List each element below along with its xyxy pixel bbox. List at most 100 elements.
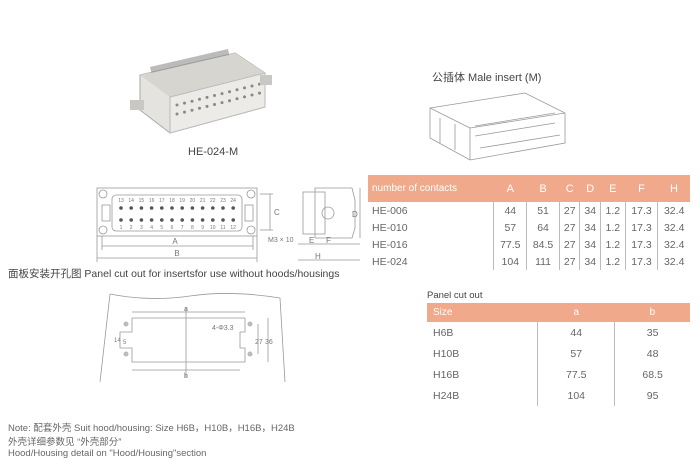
table-cell: 64	[526, 219, 560, 236]
photo-pin	[213, 94, 216, 97]
contact-pin	[139, 218, 144, 222]
note-line-1: Note: 配套外壳 Suit hood/housing: Size H6B，H…	[8, 423, 295, 434]
pin-number: 23	[220, 198, 226, 204]
contact-pin	[149, 218, 154, 222]
photo-pin	[183, 101, 186, 105]
table-cell: 44	[493, 202, 527, 219]
contact-pin	[190, 206, 195, 210]
contact-pin	[211, 206, 215, 210]
table-cell: HE-024	[372, 255, 408, 268]
contact-pin	[160, 206, 164, 210]
table-cell: 104	[493, 253, 527, 270]
male-insert-isometric-drawing	[429, 92, 566, 161]
pin-number: 20	[190, 198, 196, 204]
table-cell: 111	[526, 253, 560, 270]
table-cell: 51	[526, 202, 560, 219]
table-cell: 1.2	[600, 236, 626, 253]
pin-number: 14	[128, 198, 134, 204]
header-f: F	[625, 175, 658, 202]
header-contacts: number of contacts	[368, 175, 494, 202]
contact-pin	[221, 218, 225, 222]
table-cell: 34	[579, 219, 601, 236]
photo-pin	[205, 95, 209, 99]
table-cell: 68.5	[614, 364, 690, 385]
photo-pin	[243, 86, 246, 90]
photo-pin	[220, 92, 224, 96]
header-b: B	[526, 175, 560, 202]
panel-cutout-drawing: a b 4-Φ3.3 27 36 14 5	[99, 293, 286, 383]
screw-label: M3 × 10	[268, 237, 294, 244]
contact-pin	[221, 206, 225, 210]
header-e: E	[600, 175, 626, 202]
pin-number: 13	[118, 198, 124, 204]
table-cell: 27	[558, 253, 580, 270]
panel-a-label: a	[184, 306, 188, 313]
dim-e-label: E	[309, 236, 314, 245]
header-size: Size	[427, 303, 538, 322]
table-cell: HE-010	[372, 221, 408, 234]
panel-b-label: b	[184, 373, 188, 380]
photo-pin	[190, 108, 194, 112]
header-h: H	[657, 175, 690, 202]
header-a: A	[493, 175, 527, 202]
table-cell: 48	[614, 343, 690, 364]
pin-number: 8	[191, 225, 194, 231]
table-cell: H16B	[433, 368, 460, 381]
contact-pin	[119, 206, 123, 210]
photo-pin	[183, 110, 186, 114]
pin-number: 22	[210, 198, 216, 204]
contact-pin	[129, 218, 133, 222]
table-cell: 57	[493, 219, 527, 236]
contact-pin	[129, 206, 133, 210]
table-cell: 35	[614, 322, 690, 343]
table-cell: 17.3	[624, 219, 658, 236]
pin-number: 2	[130, 225, 133, 231]
panel-cutout-title: 面板安装开孔图 Panel cut out for insertsfor use…	[8, 268, 340, 280]
table-cell: 1.2	[600, 253, 626, 270]
pin-number: 10	[210, 225, 216, 231]
contact-pin	[149, 206, 154, 210]
contact-pin	[231, 206, 235, 210]
panel-holes-label: 4-Φ3.3	[212, 325, 234, 332]
dim-a-label: A	[172, 237, 178, 246]
table-cell: 1.2	[600, 219, 626, 236]
pin-number: 12	[230, 225, 236, 231]
panel-14-label: 14	[114, 338, 121, 344]
table-cell: 17.3	[624, 236, 658, 253]
table-cell: 57	[537, 343, 615, 364]
contact-pin	[190, 218, 195, 222]
table-cell: 27	[558, 202, 580, 219]
contact-pin	[180, 218, 184, 222]
pin-number: 11	[220, 225, 225, 231]
contact-pin	[170, 218, 174, 222]
table-cell: 44	[537, 322, 615, 343]
header-d: D	[579, 175, 601, 202]
panel-27-label: 27	[255, 339, 263, 346]
pin-number: 24	[230, 198, 236, 204]
pin-number: 5	[160, 225, 163, 231]
photo-pin	[235, 88, 239, 92]
pin-number: 21	[200, 198, 206, 204]
table-cell: H10B	[433, 347, 460, 360]
photo-pin	[258, 91, 261, 95]
photo-pin	[198, 106, 201, 110]
photo-pin	[250, 84, 254, 88]
photo-pin	[190, 99, 194, 103]
product-photo	[130, 49, 272, 134]
header-b: b	[614, 303, 690, 322]
header-c: C	[559, 175, 580, 202]
pin-number: 3	[140, 225, 143, 231]
table-cell: 32.4	[657, 236, 690, 253]
table-cell: HE-016	[372, 238, 408, 251]
pin-number: 18	[169, 198, 175, 204]
pin-number: 4	[150, 225, 153, 231]
table-cell: HE-006	[372, 204, 408, 217]
table-cell: 34	[579, 202, 601, 219]
dim-c-label: C	[274, 208, 280, 217]
contact-pin	[119, 218, 123, 222]
table-cell: 32.4	[657, 202, 690, 219]
